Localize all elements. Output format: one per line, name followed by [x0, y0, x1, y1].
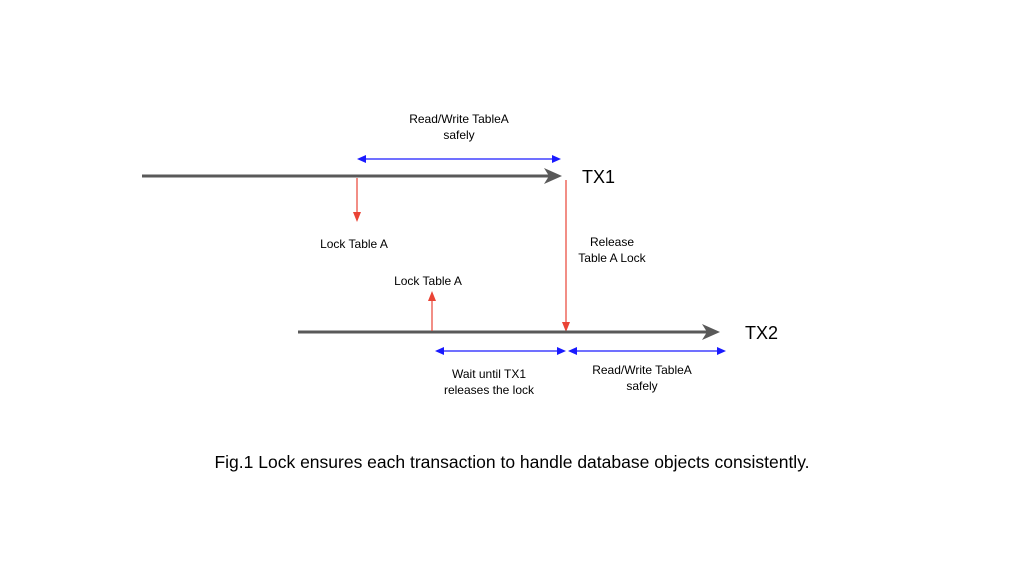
- tx2-label: TX2: [745, 323, 778, 343]
- tx1-lock-label: Lock Table A: [320, 237, 388, 251]
- tx2-wait-span-arrow: [435, 347, 566, 355]
- tx1-span-label-line2: safely: [443, 128, 474, 142]
- tx2-readwrite-span-arrow: [568, 347, 726, 355]
- tx2-lock-arrow: [428, 291, 436, 331]
- tx1-lock-arrow: [353, 178, 361, 222]
- tx2-timeline: [298, 324, 720, 340]
- tx2-span-label-line2: safely: [626, 379, 657, 393]
- tx2-wait-label-line1: Wait until TX1: [452, 367, 526, 381]
- tx2-wait-label-line2: releases the lock: [444, 383, 535, 397]
- release-lock-arrow: [562, 180, 570, 332]
- tx1-arrowhead-icon: [544, 168, 562, 184]
- tx2-lock-label: Lock Table A: [394, 274, 462, 288]
- release-label-line1: Release: [590, 235, 634, 249]
- tx2-span-label-line1: Read/Write TableA: [592, 363, 692, 377]
- tx1-span-label-line1: Read/Write TableA: [409, 112, 509, 126]
- tx1-timeline: [142, 168, 562, 184]
- figure-caption: Fig.1 Lock ensures each transaction to h…: [214, 452, 810, 472]
- release-label-line2: Table A Lock: [578, 251, 646, 265]
- tx2-arrowhead-icon: [702, 324, 720, 340]
- tx1-readwrite-span-arrow: [357, 155, 561, 163]
- tx1-label: TX1: [582, 167, 615, 187]
